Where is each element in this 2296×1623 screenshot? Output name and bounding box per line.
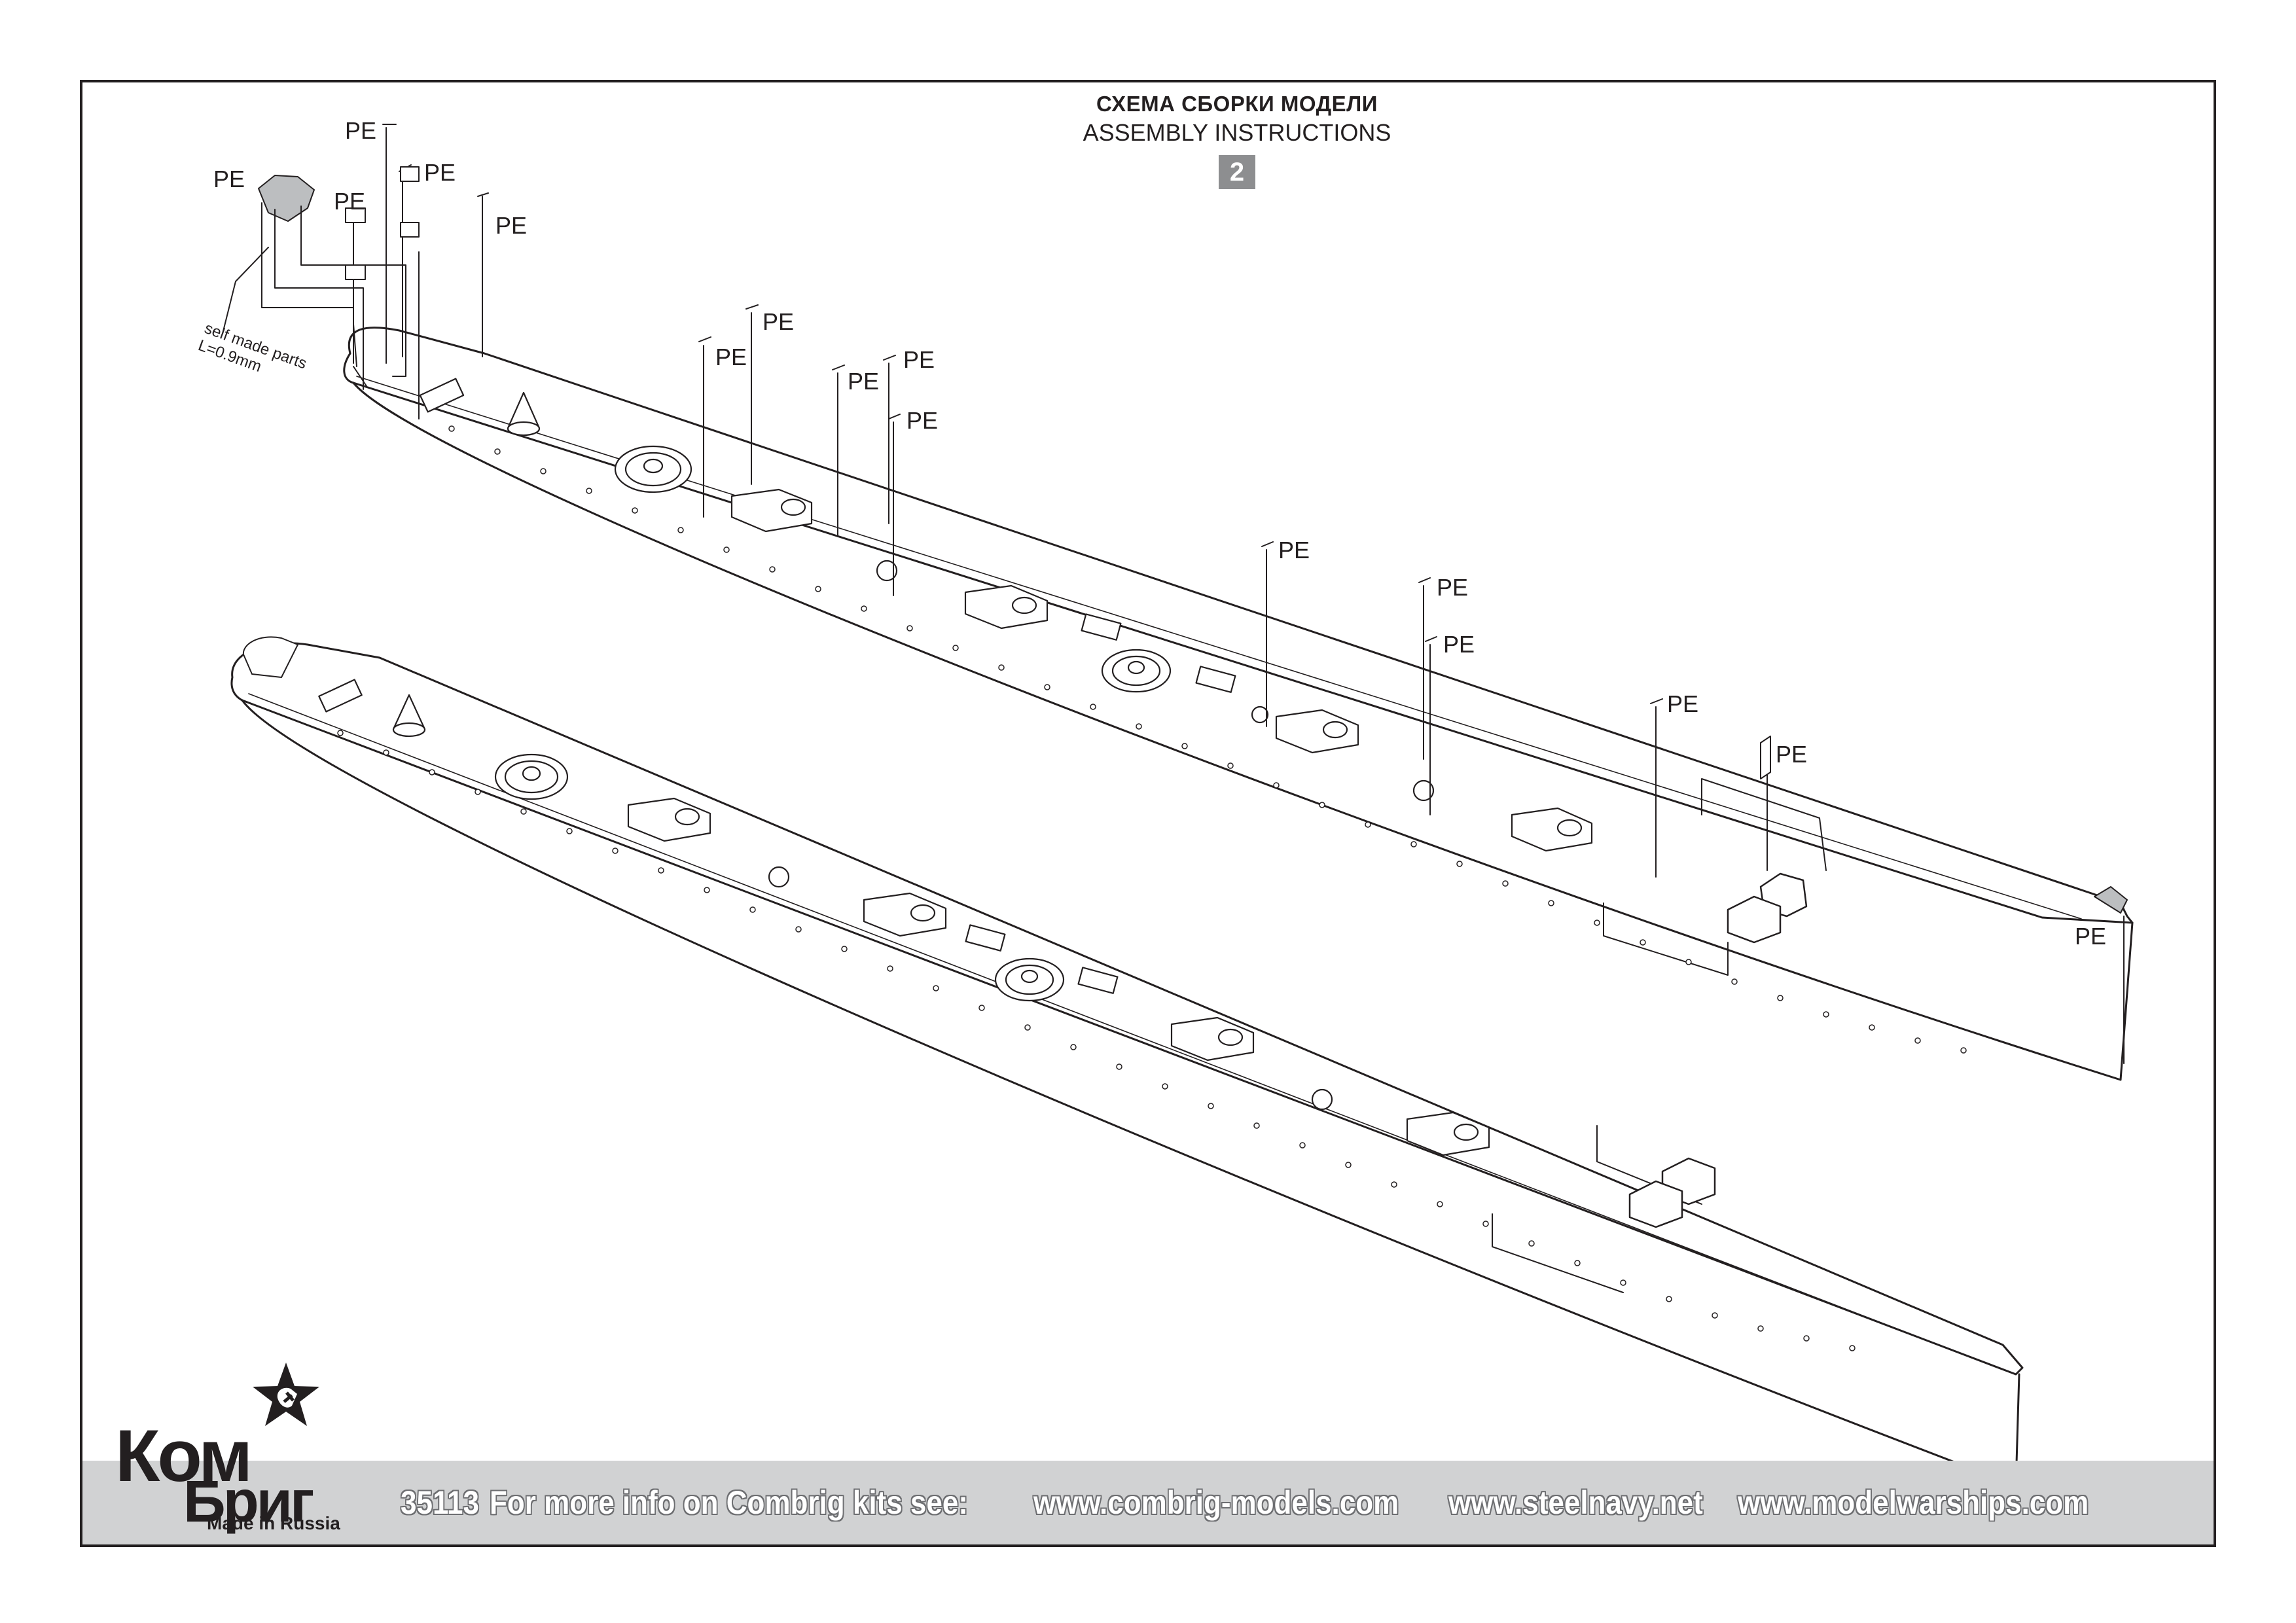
upper-hull-drawing bbox=[343, 327, 2134, 1081]
pe-label: PE bbox=[345, 117, 377, 144]
lower-hull-drawing bbox=[230, 636, 2024, 1487]
pe-label: PE bbox=[2075, 923, 2107, 950]
footer-link-steelnavy[interactable]: www.steelnavy.net bbox=[1448, 1484, 1704, 1521]
pe-label: PE bbox=[715, 344, 747, 370]
step-number-badge: 2 bbox=[1219, 155, 1255, 189]
title-english: ASSEMBLY INSTRUCTIONS bbox=[1083, 119, 1391, 146]
footer-link-modelwarships[interactable]: www.modelwarships.com bbox=[1738, 1484, 2089, 1521]
pe-label: PE bbox=[906, 407, 939, 434]
lower-hull-deck-outline bbox=[230, 642, 2024, 1376]
made-in-russia: Made in Russia bbox=[207, 1513, 340, 1533]
star-icon bbox=[253, 1363, 319, 1426]
pe-label: PE bbox=[903, 346, 935, 373]
pe-label: PE bbox=[848, 368, 880, 395]
pe-label: PE bbox=[1776, 741, 1808, 768]
pe-label: PE bbox=[1443, 631, 1475, 658]
pe-label: PE bbox=[495, 212, 528, 239]
title-russian: СХЕМА СБОРКИ МОДЕЛИ bbox=[1096, 92, 1378, 116]
lower-hull-side bbox=[241, 699, 2020, 1487]
kit-number: 35113 bbox=[401, 1484, 479, 1521]
footer-info: 35113 For more info on Combrig kits see:… bbox=[401, 1484, 2128, 1522]
pe-label: PE bbox=[762, 308, 795, 335]
upper-hull-deck-outline bbox=[343, 327, 2134, 924]
pe-parts-leaders bbox=[222, 124, 2128, 1064]
logo-text-brig: Бриг bbox=[183, 1469, 314, 1535]
pe-label: PE bbox=[213, 166, 245, 192]
footer-link-combrig[interactable]: www.combrig-models.com bbox=[1033, 1484, 1399, 1521]
pe-label: PE bbox=[1278, 537, 1310, 563]
combrig-logo: Ком Бриг Made in Russia bbox=[110, 1360, 385, 1537]
pe-label: PE bbox=[1437, 574, 1469, 601]
pe-label: PE bbox=[424, 159, 456, 186]
footer-band bbox=[82, 1461, 2214, 1544]
instructions-title: СХЕМА СБОРКИ МОДЕЛИ ASSEMBLY INSTRUCTION… bbox=[1073, 93, 1401, 189]
pe-label: PE bbox=[1667, 690, 1699, 717]
upper-hull-side bbox=[352, 382, 2134, 1081]
pe-label: PE bbox=[334, 188, 366, 215]
footer-info-text: For more info on Combrig kits see: bbox=[490, 1484, 969, 1521]
logo-text-kom: Ком bbox=[115, 1415, 253, 1497]
